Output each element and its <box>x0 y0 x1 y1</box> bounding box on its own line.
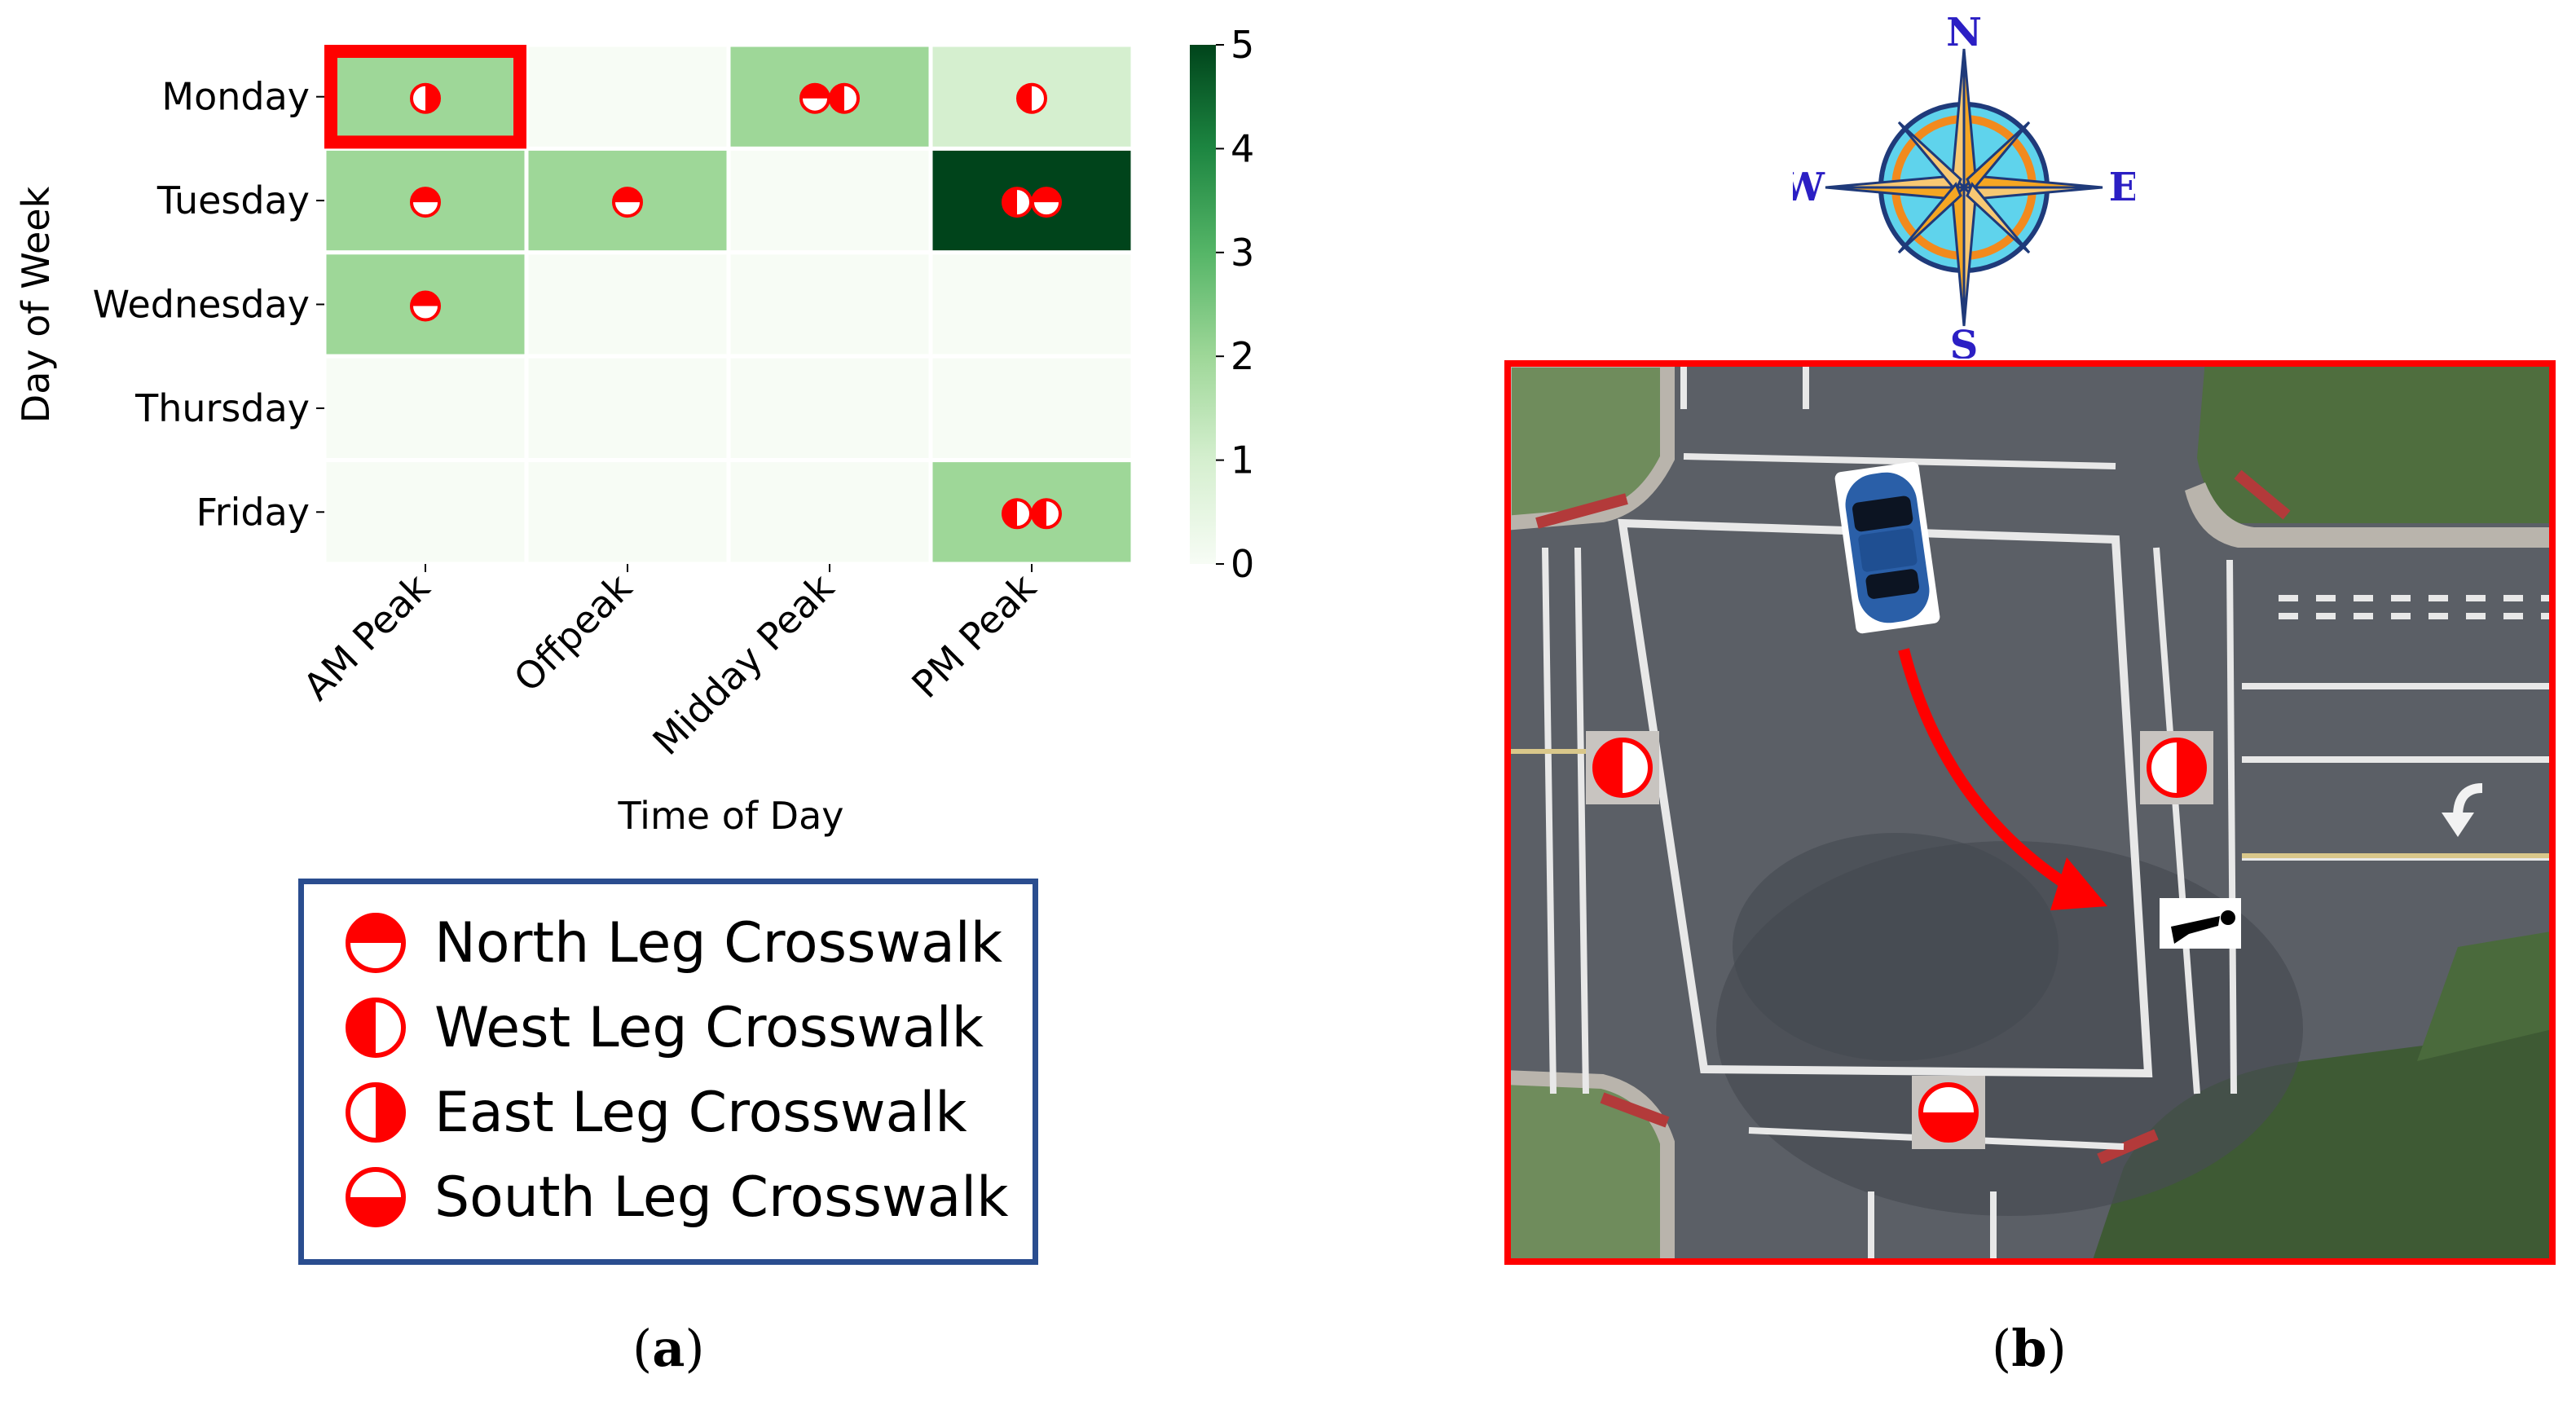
legend-item-west: West Leg Crosswalk <box>343 985 984 1070</box>
x-tick-label: PM Peak <box>903 565 1045 707</box>
x-tick-label: AM Peak <box>295 565 438 708</box>
colorbar-tick-label: 0 <box>1231 542 1254 586</box>
y-axis-label: Day of Week <box>14 186 58 423</box>
y-tick-label: Friday <box>196 490 310 534</box>
west-crosswalk-icon <box>1002 187 1033 218</box>
south-crosswalk-marker <box>1912 1076 1985 1149</box>
legend-label: West Leg Crosswalk <box>434 995 984 1060</box>
legend-item-east: East Leg Crosswalk <box>343 1070 967 1155</box>
panel-label-open: ( <box>1992 1319 2012 1378</box>
heatmap-cell <box>524 42 731 151</box>
heatmap-cell <box>726 354 933 463</box>
west-crosswalk-marker <box>1586 731 1659 804</box>
colorbar-tick-label: 3 <box>1231 231 1254 275</box>
heatmap-cell <box>928 354 1135 463</box>
north-crosswalk-icon <box>612 187 643 218</box>
heatmap-cell <box>726 146 933 255</box>
panel-letter: b <box>2011 1319 2047 1378</box>
intersection-aerial <box>1504 360 2556 1265</box>
car-icon <box>1834 461 1940 634</box>
colorbar-ticks: 0 1 2 3 4 5 <box>1216 23 1254 586</box>
panel-letter: a <box>652 1319 685 1378</box>
x-axis-label: Time of Day <box>618 794 844 838</box>
symbol-fill <box>801 84 829 99</box>
colorbar-tick-label: 5 <box>1231 23 1254 67</box>
legend-label: North Leg Crosswalk <box>434 910 1003 976</box>
symbol-fill <box>412 188 439 203</box>
west-crosswalk-icon <box>346 998 406 1058</box>
west-crosswalk-icon <box>1031 498 1062 530</box>
panel-label-a: (a) <box>632 1319 705 1378</box>
north-crosswalk-icon <box>799 82 830 114</box>
west-crosswalk-icon <box>1016 82 1047 114</box>
x-tick-label: Midday Peak <box>644 565 843 764</box>
heatmap-cell <box>524 458 731 566</box>
heatmap-cell <box>726 250 933 359</box>
heatmap-cells <box>322 42 1135 566</box>
symbol-fill <box>425 84 439 112</box>
colorbar-tick-label: 2 <box>1231 334 1254 378</box>
x-tick-label: Offpeak <box>505 565 641 700</box>
colorbar-tick-label: 1 <box>1231 438 1254 482</box>
highlight-box <box>324 45 526 149</box>
symbol-fill <box>1033 188 1060 203</box>
north-crosswalk-icon <box>410 290 441 322</box>
panel-label-close: ) <box>2046 1319 2067 1378</box>
symbol-fill <box>412 292 439 306</box>
east-crosswalk-icon <box>346 1082 406 1143</box>
legend: North Leg Crosswalk West Leg Crosswalk E… <box>298 879 1038 1265</box>
heatmap-cell <box>928 250 1135 359</box>
legend-label: East Leg Crosswalk <box>434 1080 967 1145</box>
east-crosswalk-icon <box>410 82 441 114</box>
compass-north-label: N <box>1946 16 1982 55</box>
colorbar-tick-label: 4 <box>1231 126 1254 170</box>
compass-south-label: S <box>1950 323 1979 359</box>
heatmap-cell <box>726 458 933 566</box>
heatmap-cell <box>524 250 731 359</box>
south-crosswalk-icon <box>346 1167 406 1227</box>
symbol-fill <box>1003 500 1017 528</box>
west-crosswalk-icon <box>829 82 860 114</box>
legend-item-north: North Leg Crosswalk <box>343 901 1002 985</box>
heatmap-cell <box>322 458 529 566</box>
panel-label-b: (b) <box>1992 1319 2067 1378</box>
symbol-fill <box>830 84 844 112</box>
panel-label-open: ( <box>632 1319 653 1378</box>
heatmap-symbols <box>410 82 1062 530</box>
y-tick-label: Monday <box>161 75 310 119</box>
east-crosswalk-marker <box>2140 731 2213 804</box>
legend-item-south: South Leg Crosswalk <box>343 1155 1009 1240</box>
pedestrian-icon <box>2160 898 2241 949</box>
symbol-fill <box>1003 188 1017 217</box>
compass-rose: N S W E <box>1793 16 2135 359</box>
turn-arrow-icon <box>2442 783 2483 837</box>
compass-west-label: W <box>1793 165 1825 210</box>
y-tick-label: Wednesday <box>93 283 310 327</box>
north-crosswalk-icon <box>346 913 406 973</box>
legend-label: South Leg Crosswalk <box>434 1165 1009 1230</box>
symbol-fill <box>1033 500 1046 528</box>
west-crosswalk-icon <box>1002 498 1033 530</box>
symbol-fill <box>1018 84 1032 112</box>
colorbar <box>1190 45 1216 564</box>
y-tick-label: Thursday <box>134 386 310 430</box>
compass-east-label: E <box>2109 165 2135 210</box>
y-tick-label: Tuesday <box>156 178 310 222</box>
north-crosswalk-icon <box>1031 187 1062 218</box>
panel-label-close: ) <box>685 1319 705 1378</box>
heatmap-cell <box>928 458 1135 566</box>
heatmap-cell <box>524 354 731 463</box>
north-crosswalk-icon <box>410 187 441 218</box>
symbol-fill <box>614 188 641 203</box>
heatmap-cell <box>322 354 529 463</box>
highlight-layer <box>324 45 526 149</box>
